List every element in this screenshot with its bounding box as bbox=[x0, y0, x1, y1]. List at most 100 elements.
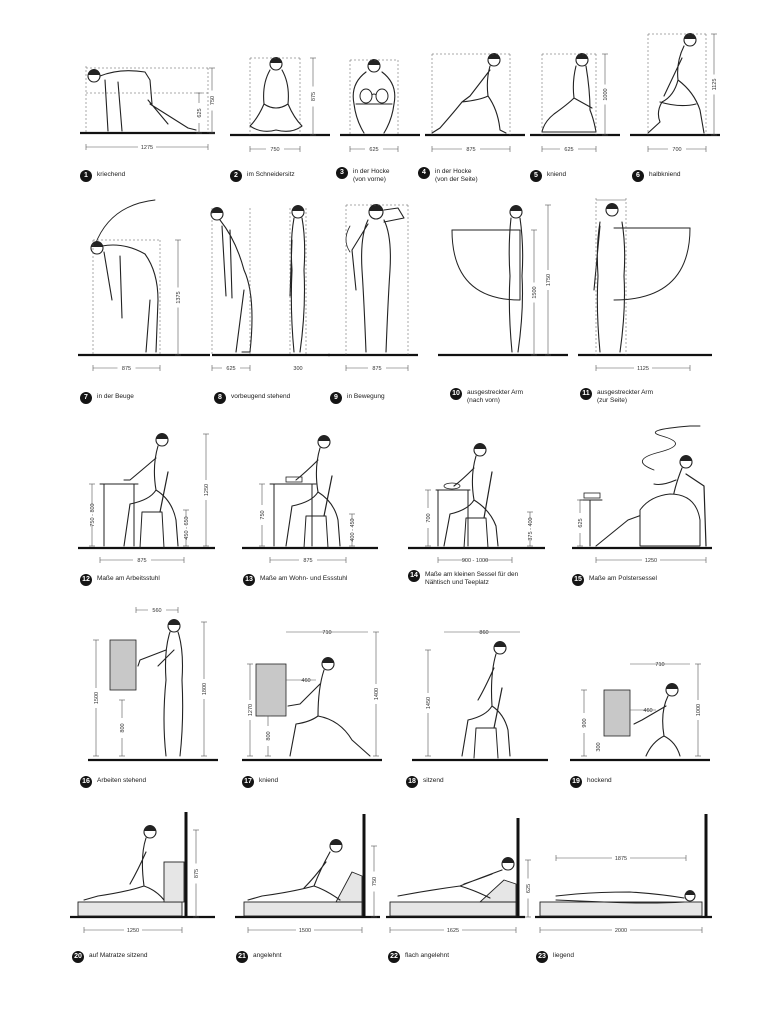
dimension-gap bbox=[668, 145, 686, 152]
smoke bbox=[642, 425, 701, 471]
dimension-value: 875 bbox=[466, 147, 475, 153]
table bbox=[269, 483, 317, 547]
dimension-value: 1500 bbox=[299, 928, 311, 934]
dimension-gap bbox=[208, 90, 216, 111]
mattress bbox=[243, 901, 363, 917]
hair bbox=[666, 683, 678, 689]
dimension-gap bbox=[299, 556, 317, 563]
figure-caption-text: Maße am Polstersessel bbox=[589, 574, 657, 583]
dimension-value: 560 bbox=[152, 608, 161, 614]
figure-caption: 15 Maße am Polstersessel bbox=[572, 574, 657, 586]
dimension-gap bbox=[524, 878, 532, 899]
hair bbox=[368, 59, 380, 65]
caption-line: kniend bbox=[259, 777, 279, 784]
dimension-gap bbox=[370, 871, 378, 892]
dimension-value: 1375 bbox=[176, 291, 182, 303]
figure-caption-text: in der Beuge bbox=[97, 392, 134, 401]
dimension-gap bbox=[258, 505, 266, 525]
figure-number-badge: 1 bbox=[80, 170, 92, 182]
hair bbox=[369, 204, 383, 211]
caption-line: sitzend bbox=[423, 777, 444, 784]
figure-caption-text: in der Hocke(von der Seite) bbox=[435, 167, 478, 183]
dimension-value: 1000 bbox=[603, 88, 609, 100]
figure-number-badge: 22 bbox=[388, 951, 400, 963]
hair bbox=[685, 890, 695, 895]
dimension-gap bbox=[348, 520, 356, 540]
caption-line: (von der Seite) bbox=[435, 175, 478, 183]
dimension-gap bbox=[594, 737, 602, 757]
dimension-gap bbox=[246, 700, 254, 720]
dimension-value: 1750 bbox=[546, 274, 552, 286]
figure-number-badge: 13 bbox=[243, 574, 255, 586]
figure-caption-text: sitzend bbox=[423, 776, 444, 785]
body-outline bbox=[555, 891, 685, 904]
caption-line: angelehnt bbox=[253, 952, 282, 959]
dimension-value: 800 bbox=[120, 723, 126, 732]
caption-line: hockend bbox=[587, 777, 612, 784]
dimension-value: 1250 bbox=[645, 558, 657, 564]
figure-caption-text: ausgestreckter Arm(nach vorn) bbox=[467, 388, 523, 404]
body-outline bbox=[247, 851, 341, 901]
hair bbox=[502, 857, 514, 863]
dimension-value: 750 bbox=[260, 510, 266, 519]
figure-number-badge: 15 bbox=[572, 574, 584, 586]
body-outline bbox=[443, 455, 499, 547]
caption-line: Maße am kleinen Sessel für den bbox=[425, 571, 519, 578]
dimension-value: 1800 bbox=[202, 683, 208, 695]
dimension-value: 710 bbox=[655, 662, 664, 668]
figure-caption-text: auf Matratze sitzend bbox=[89, 951, 148, 960]
dimension-gap bbox=[202, 480, 210, 500]
body-outline bbox=[289, 217, 306, 353]
dimension-value: 2000 bbox=[615, 928, 627, 934]
work-surface bbox=[603, 689, 631, 737]
dimension-value: 625 bbox=[226, 366, 235, 372]
figure-caption: 20 auf Matratze sitzend bbox=[72, 951, 148, 963]
cushion bbox=[479, 879, 517, 903]
figure-caption-text: hockend bbox=[587, 776, 612, 785]
armchair-back bbox=[685, 473, 707, 547]
figure-number-badge: 14 bbox=[408, 570, 420, 582]
dimension-gap bbox=[264, 726, 272, 746]
dimension-gap bbox=[424, 693, 432, 713]
side-table bbox=[579, 499, 603, 547]
caption-line: flach angelehnt bbox=[405, 952, 450, 959]
hair bbox=[168, 619, 180, 625]
figure-caption: 19 hockend bbox=[570, 776, 612, 788]
hair bbox=[318, 435, 330, 441]
caption-line: liegend bbox=[553, 952, 574, 959]
dimension-value: 1250 bbox=[204, 484, 210, 496]
dimension-value: 900 bbox=[582, 718, 588, 727]
dimension-value: 1275 bbox=[141, 145, 153, 151]
dimension-gap bbox=[138, 143, 156, 150]
dimension-gap bbox=[576, 513, 584, 533]
body-outline bbox=[285, 447, 341, 547]
dimension-value: 1125 bbox=[637, 366, 649, 372]
body-outline bbox=[647, 45, 705, 134]
figure-number-badge: 2 bbox=[230, 170, 242, 182]
dimension-gap bbox=[544, 270, 552, 290]
dimension-value: 875 bbox=[194, 869, 200, 878]
figure-number-badge: 20 bbox=[72, 951, 84, 963]
dimension-gap bbox=[192, 863, 200, 884]
hair bbox=[576, 53, 588, 59]
dimension-gap bbox=[182, 518, 190, 538]
dimension-gap bbox=[372, 684, 380, 704]
dimension-value: 750 bbox=[270, 147, 279, 153]
hair bbox=[156, 433, 168, 439]
caption-line: in der Beuge bbox=[97, 393, 134, 400]
figure-number-badge: 21 bbox=[236, 951, 248, 963]
dimension-value: 700 bbox=[672, 147, 681, 153]
dimension-gap bbox=[195, 103, 203, 123]
body-outline bbox=[431, 65, 507, 134]
figure-number-badge: 19 bbox=[570, 776, 582, 788]
figure-caption-text: kriechend bbox=[97, 170, 125, 179]
chair-back bbox=[159, 471, 169, 513]
dimension-value: 900 - 1000 bbox=[462, 558, 488, 564]
